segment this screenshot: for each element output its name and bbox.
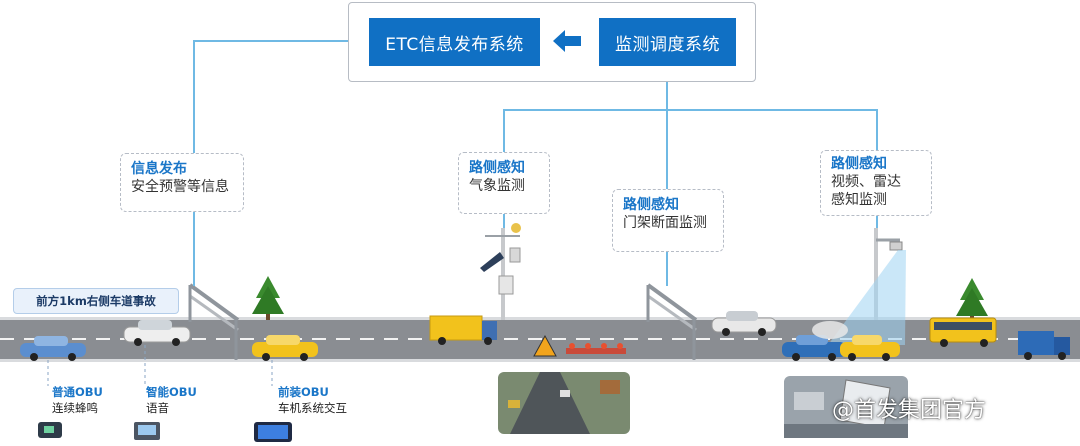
connector-video-vertical bbox=[876, 109, 878, 152]
bus-yellow bbox=[929, 317, 997, 347]
etc-info-release-system-box: ETC信息发布系统 bbox=[369, 18, 540, 66]
connector-gantry-vertical bbox=[666, 109, 668, 189]
camera-pole bbox=[828, 228, 906, 345]
card-video-radar-title: 路侧感知 bbox=[831, 156, 887, 172]
tree-left bbox=[252, 276, 284, 320]
car-yellow-right bbox=[812, 321, 900, 361]
car-white-left bbox=[123, 320, 191, 346]
card-video-radar-desc-line1: 视频、雷达 bbox=[831, 174, 901, 190]
obu-preinstalled-desc: 车机系统交互 bbox=[278, 401, 347, 415]
weather-station bbox=[480, 223, 521, 320]
roadwork-zone bbox=[533, 334, 626, 357]
card-gantry-title: 路侧感知 bbox=[623, 197, 679, 213]
connector-video-card-to-pole bbox=[876, 216, 878, 228]
tree-right bbox=[956, 278, 988, 321]
truck-yellow bbox=[429, 315, 497, 345]
card-info-release-desc: 安全预警等信息 bbox=[131, 179, 229, 195]
truck-blue bbox=[1018, 331, 1070, 360]
obu-device-icon-smart bbox=[134, 422, 160, 440]
card-video-radar-desc-line2: 感知监测 bbox=[831, 192, 887, 208]
watermark: @首发集团官方 bbox=[832, 398, 987, 423]
obu-device-icon-standard bbox=[38, 422, 62, 438]
obu-standard-desc: 连续蜂鸣 bbox=[52, 401, 98, 415]
card-weather-desc: 气象监测 bbox=[469, 178, 525, 194]
obu-smart-title: 智能OBU bbox=[146, 385, 197, 399]
accident-warning-callout: 前方1km右侧车道事故 bbox=[13, 288, 179, 314]
connector-info-release-horizontal bbox=[193, 40, 369, 42]
monitoring-dispatch-system-box: 监测调度系统 bbox=[599, 18, 736, 66]
arrow-left-icon bbox=[553, 30, 583, 56]
connector-weather-vertical bbox=[503, 109, 505, 152]
accident-photo bbox=[784, 376, 908, 438]
connector-monitor-vertical bbox=[666, 82, 668, 110]
gantry-left bbox=[188, 283, 240, 360]
card-info-release-title: 信息发布 bbox=[131, 161, 187, 177]
connector-gantry-card-to-pole bbox=[666, 252, 668, 286]
obu-preinstalled-title: 前装OBU bbox=[278, 385, 329, 399]
obu-standard-title: 普通OBU bbox=[52, 385, 103, 399]
card-gantry-desc: 门架断面监测 bbox=[623, 215, 707, 231]
car-yellow-left bbox=[252, 335, 318, 361]
gantry-middle bbox=[646, 283, 698, 360]
card-weather-sensing: 路侧感知 气象监测 bbox=[458, 152, 550, 214]
connector-info-release-to-gantry bbox=[193, 212, 195, 286]
card-gantry-sensing: 路侧感知 门架断面监测 bbox=[612, 189, 724, 252]
obu-standard: 普通OBU 连续蜂鸣 bbox=[52, 384, 103, 416]
obu-smart: 智能OBU 语音 bbox=[146, 384, 197, 416]
card-weather-title: 路侧感知 bbox=[469, 160, 525, 176]
road-edge-top bbox=[0, 317, 1080, 320]
card-info-release: 信息发布 安全预警等信息 bbox=[120, 153, 244, 212]
obu-device-icon-preinstalled bbox=[254, 422, 292, 442]
connector-sensing-horizontal bbox=[503, 109, 878, 111]
connector-weather-card-to-pole bbox=[503, 214, 505, 228]
obu-smart-desc: 语音 bbox=[146, 401, 169, 415]
car-blue-left bbox=[20, 336, 86, 361]
connector-info-release-vertical bbox=[193, 40, 195, 153]
card-video-radar-sensing: 路侧感知 视频、雷达 感知监测 bbox=[820, 150, 932, 216]
roadwork-photo bbox=[498, 372, 630, 434]
car-blue-right bbox=[782, 335, 846, 361]
obu-preinstalled: 前装OBU 车机系统交互 bbox=[278, 384, 347, 416]
car-silver-right bbox=[711, 311, 777, 336]
road-edge-bottom bbox=[0, 359, 1080, 362]
